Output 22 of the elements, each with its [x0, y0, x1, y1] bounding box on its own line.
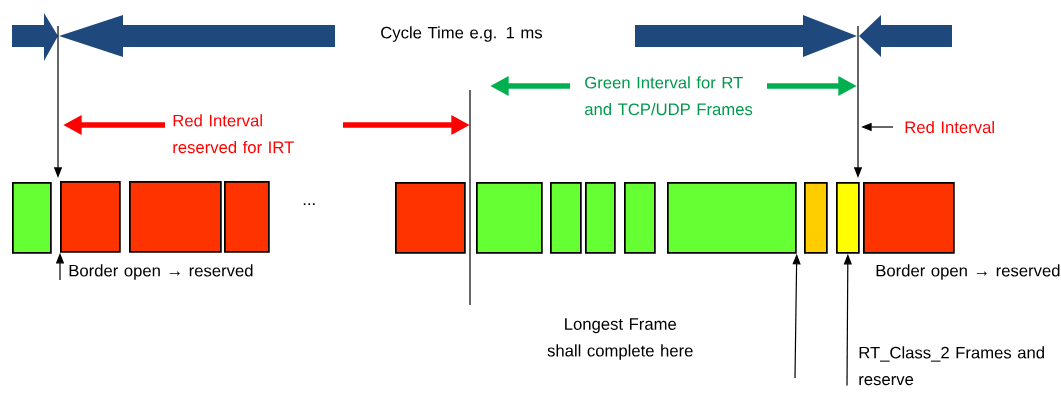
- frame-box: [863, 182, 955, 254]
- frame-box: [129, 181, 222, 253]
- interval-label: Red Interval reserved for IRT: [173, 114, 294, 154]
- frame-box: [836, 182, 860, 254]
- frame-box: [804, 182, 828, 254]
- annotation-text: Longest Frame shall complete here: [547, 318, 693, 360]
- frame-box: [12, 182, 52, 254]
- frame-box: [550, 182, 582, 254]
- annotation-text: Border open → reserved: [69, 264, 253, 280]
- frame-box: [624, 182, 656, 254]
- interval-label: Green Interval for RT and TCP/UDP Frames: [585, 76, 753, 116]
- frame-box: [667, 182, 797, 254]
- frame-box: [224, 181, 270, 253]
- caption-text: Cycle Time e.g. 1 ms: [381, 26, 542, 42]
- frame-box: [60, 181, 121, 253]
- annotation-text: Red Interval: [905, 120, 994, 134]
- frame-box: [476, 182, 543, 254]
- ellipsis: ...: [303, 203, 315, 206]
- frame-box: [585, 182, 616, 254]
- frame-box: [395, 182, 466, 254]
- annotation-text: RT_Class_2 Frames and reserve: [859, 346, 1044, 386]
- annotation-text: Border open → reserved: [876, 264, 1060, 280]
